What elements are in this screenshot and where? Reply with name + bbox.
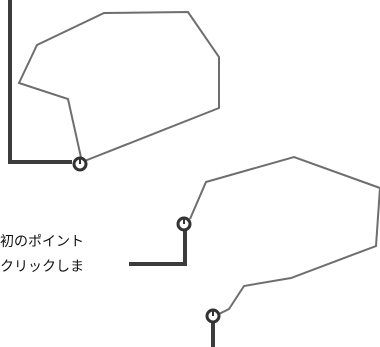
leader-line-top: [8, 0, 72, 164]
open-polyline: [189, 155, 380, 316]
closed-polygon: [17, 10, 220, 164]
first-point-marker-top: [72, 156, 88, 172]
current-point-marker: [205, 308, 221, 347]
callout-line-2: クリックしま: [0, 259, 84, 275]
first-point-marker: [176, 216, 192, 232]
callout-line-1: 初のポイント: [0, 233, 84, 250]
leader-line-bottom: [129, 226, 187, 266]
